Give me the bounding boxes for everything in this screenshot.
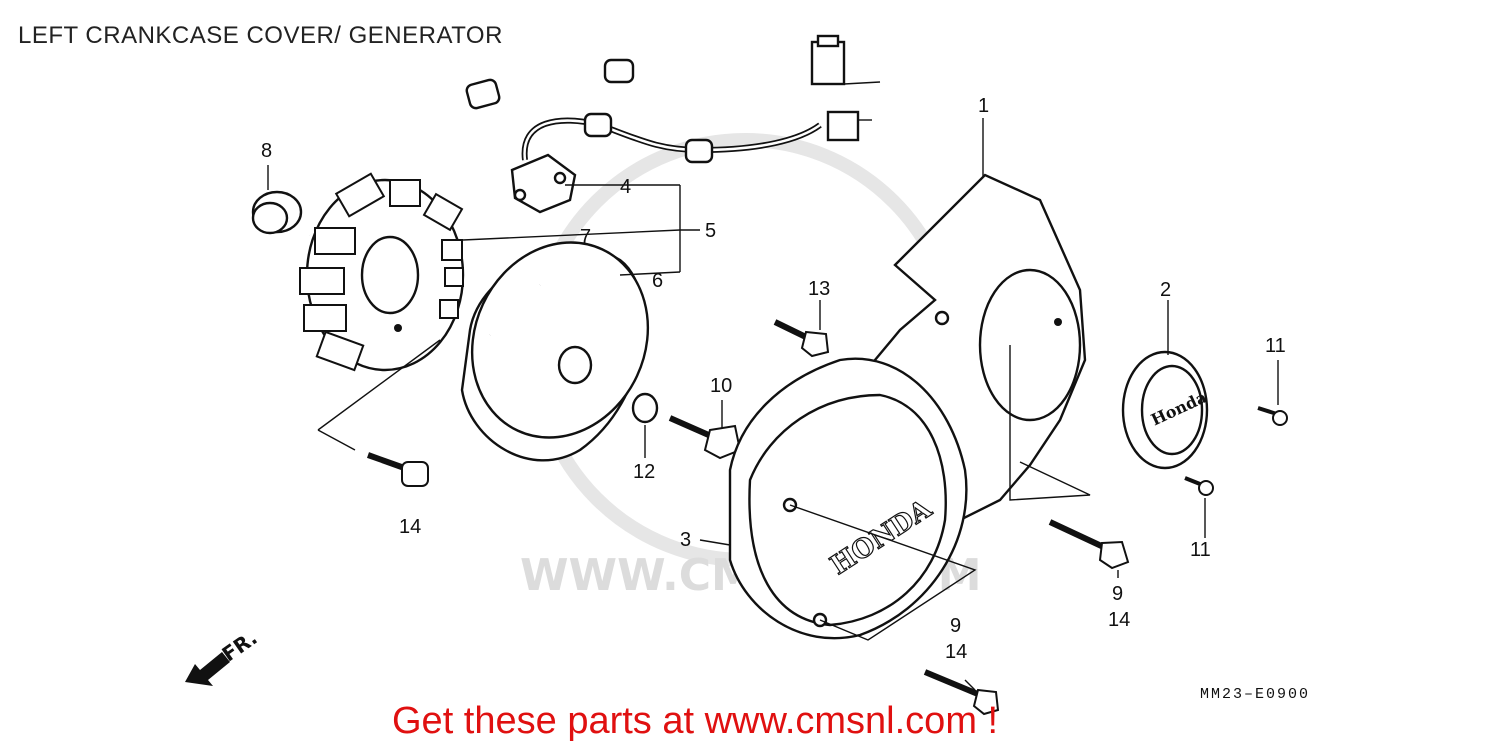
callout-9-right: 9 — [1112, 583, 1123, 605]
leader-lines — [267, 118, 1279, 691]
callout-4: 4 — [620, 176, 631, 198]
bolt-11-top — [1257, 406, 1288, 426]
callout-11-top: 11 — [1265, 335, 1286, 357]
callout-6: 6 — [652, 270, 663, 292]
bolt-14-left — [366, 452, 429, 487]
flywheel — [460, 241, 650, 462]
callout-8: 8 — [261, 140, 272, 162]
callout-1: 1 — [978, 95, 989, 117]
callout-10: 10 — [710, 375, 732, 397]
callout-13: 13 — [808, 278, 830, 300]
timing-cap: Honda — [1121, 350, 1210, 470]
callout-3: 3 — [680, 529, 691, 551]
bolt-13 — [773, 319, 830, 358]
collar — [251, 190, 303, 235]
bolt-10 — [668, 415, 742, 460]
callout-11-bottom: 11 — [1190, 539, 1211, 561]
cta-link[interactable]: Get these parts at www.cmsnl.com ! — [392, 700, 999, 742]
diagram-title: LEFT CRANKCASE COVER/ GENERATOR — [18, 22, 503, 49]
bolt-11-bottom — [1184, 476, 1214, 496]
callout-14-right: 14 — [1108, 609, 1130, 631]
drawing-code: MM23–E0900 — [1200, 686, 1311, 703]
washer — [631, 392, 659, 424]
bolts — [366, 319, 1288, 716]
stator — [299, 172, 465, 372]
pulse-generator — [510, 153, 577, 214]
callout-2: 2 — [1160, 279, 1171, 301]
callout-9-bottom: 9 — [950, 615, 961, 637]
bolt-9-bottom — [923, 669, 1000, 716]
front-direction-arrow: FR. — [185, 625, 262, 686]
callout-7: 7 — [580, 226, 591, 248]
callout-12: 12 — [633, 461, 655, 483]
bolt-9-right — [1048, 519, 1130, 570]
wiring-harness — [308, 34, 881, 236]
callout-5: 5 — [705, 220, 716, 242]
callout-labels: 1 2 3 4 5 6 7 8 9 9 10 11 11 12 13 14 14… — [261, 95, 1286, 663]
callout-14-left: 14 — [399, 516, 421, 538]
callout-14-bottom: 14 — [945, 641, 967, 663]
